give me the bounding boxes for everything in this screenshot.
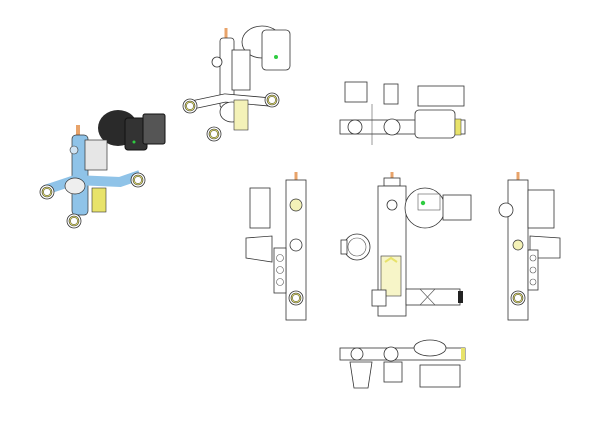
isometric-line-view bbox=[182, 25, 291, 142]
front-view bbox=[340, 172, 472, 317]
top-view bbox=[339, 81, 466, 145]
bottom-view bbox=[339, 339, 466, 389]
right-side-view bbox=[498, 172, 561, 321]
left-side-view bbox=[245, 172, 307, 321]
isometric-shaded-view bbox=[39, 110, 166, 229]
